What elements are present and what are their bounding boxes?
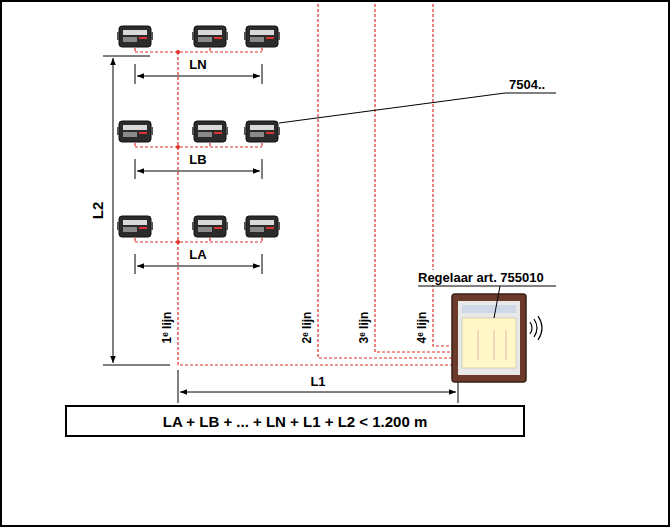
formula-box: LA + LB + ... + LN + L1 + L2 < 1.200 m bbox=[65, 405, 525, 437]
formula-text: LA + LB + ... + LN + L1 + L2 < 1.200 m bbox=[163, 413, 428, 430]
dimension-label: LN bbox=[187, 57, 208, 72]
part-number: 7504.. bbox=[507, 77, 547, 92]
line-label: 3ᵉ lijn bbox=[357, 309, 372, 345]
line-label: 2ᵉ lijn bbox=[300, 309, 315, 345]
dimension-label: LA bbox=[187, 247, 208, 262]
controller-label: Regelaar art. 755010 bbox=[416, 270, 546, 285]
junction-dots bbox=[176, 50, 180, 244]
dimension-lines bbox=[103, 56, 458, 403]
device-7504 bbox=[117, 26, 280, 237]
controller-755010 bbox=[452, 294, 526, 382]
dimension-label: L1 bbox=[308, 374, 327, 389]
dimension-label: L2 bbox=[90, 199, 105, 221]
leader-lines bbox=[279, 93, 556, 318]
line-label: 4ᵉ lijn bbox=[415, 309, 430, 345]
bus-wiring bbox=[135, 4, 458, 365]
wireless-symbol bbox=[530, 316, 542, 340]
line-label: 1ᵉ lijn bbox=[160, 309, 175, 345]
dimension-label: LB bbox=[187, 152, 208, 167]
